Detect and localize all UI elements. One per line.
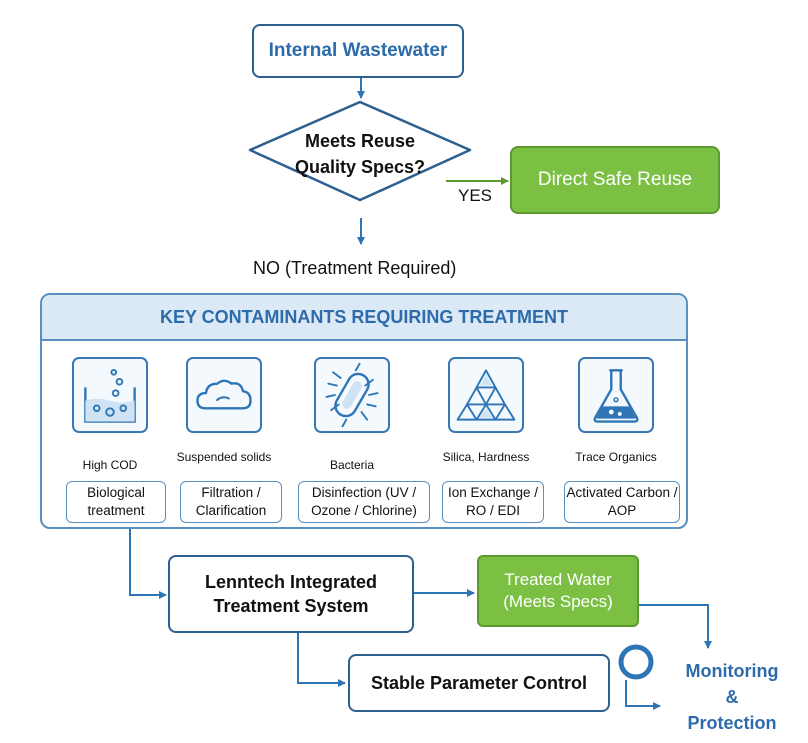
crystal-pyramid-icon bbox=[448, 357, 524, 433]
contaminant-label: Trace Organics bbox=[575, 450, 657, 464]
lenntech-line-1: Lenntech Integrated bbox=[204, 572, 378, 592]
treatment-label: Ion Exchange / RO / EDI bbox=[447, 485, 539, 518]
start-node-internal-wastewater: Internal Wastewater bbox=[252, 24, 464, 78]
stable-parameter-node: Stable Parameter Control bbox=[348, 654, 610, 712]
decision-line-2: Quality Specs? bbox=[294, 157, 426, 177]
direct-reuse-node: Direct Safe Reuse bbox=[510, 146, 720, 214]
treatment-box: Biological treatment bbox=[66, 481, 166, 523]
no-label: NO (Treatment Required) bbox=[253, 258, 457, 278]
arrow-lenntech-to-stable bbox=[297, 633, 346, 687]
start-node-label: Internal Wastewater bbox=[268, 40, 448, 61]
contaminant-label: Bacteria bbox=[329, 458, 375, 472]
treatment-box: Filtration / Clarification bbox=[180, 481, 282, 523]
contaminant-label: High COD bbox=[82, 458, 138, 472]
stable-parameter-label: Stable Parameter Control bbox=[370, 672, 588, 693]
monitoring-line-3: Protection bbox=[687, 713, 777, 733]
monitoring-ring-icon bbox=[618, 644, 654, 680]
contaminant-label: Silica, Hardness bbox=[442, 450, 530, 464]
treatment-box: Activated Carbon / AOP bbox=[564, 481, 680, 523]
direct-reuse-label: Direct Safe Reuse bbox=[537, 169, 693, 190]
cloud-icon bbox=[186, 357, 262, 433]
arrow-treated-to-monitoring bbox=[639, 604, 712, 649]
bacterium-icon bbox=[314, 357, 390, 433]
treatment-label: Activated Carbon / AOP bbox=[566, 485, 678, 518]
arrow-ring-to-monitoring bbox=[625, 680, 661, 710]
decision-diamond bbox=[248, 100, 472, 202]
treated-line-1: Treated Water bbox=[504, 570, 612, 589]
treatment-label: Disinfection (UV / Ozone / Chlorine) bbox=[311, 485, 417, 518]
lenntech-line-2: Treatment System bbox=[213, 596, 369, 616]
arrow-panel-to-lenntech bbox=[129, 529, 167, 599]
decision-line-1: Meets Reuse bbox=[304, 131, 416, 151]
contaminants-panel-title: KEY CONTAMINANTS REQUIRING TREATMENT bbox=[160, 306, 568, 327]
treated-line-2: (Meets Specs) bbox=[503, 592, 613, 611]
contaminant-label: Suspended solids bbox=[176, 450, 272, 464]
monitoring-line-1: Monitoring bbox=[685, 661, 779, 681]
contaminants-panel-header: KEY CONTAMINANTS REQUIRING TREATMENT bbox=[42, 295, 686, 341]
treated-water-node: Treated Water (Meets Specs) bbox=[477, 555, 639, 627]
monitoring-line-2: & bbox=[725, 687, 739, 707]
yes-label: YES bbox=[458, 186, 493, 205]
treatment-label: Biological treatment bbox=[87, 485, 145, 518]
beaker-bubbles-icon bbox=[72, 357, 148, 433]
treatment-box: Ion Exchange / RO / EDI bbox=[442, 481, 544, 523]
contaminants-panel: KEY CONTAMINANTS REQUIRING TREATMENT Hig… bbox=[40, 293, 688, 529]
treatment-box: Disinfection (UV / Ozone / Chlorine) bbox=[298, 481, 430, 523]
lenntech-system-node: Lenntech Integrated Treatment System bbox=[168, 555, 414, 633]
monitoring-protection-label: Monitoring & Protection bbox=[668, 658, 796, 736]
treatment-label: Filtration / Clarification bbox=[195, 485, 267, 518]
flask-icon bbox=[578, 357, 654, 433]
decision-label: Meets Reuse Quality Specs? bbox=[262, 128, 458, 180]
